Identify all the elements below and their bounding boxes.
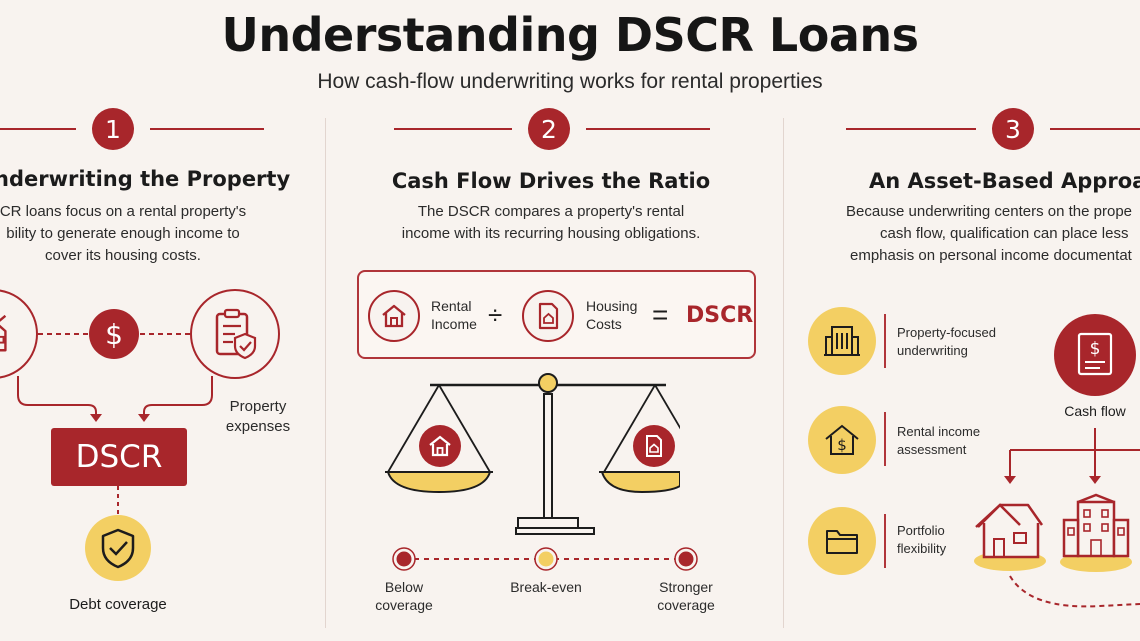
svg-text:$: $ [105, 318, 123, 351]
section-rule [394, 128, 512, 130]
balance-scale [385, 373, 680, 535]
section-rule [846, 128, 976, 130]
cash-flow-node: $ [1054, 314, 1136, 396]
building-icon [824, 326, 860, 356]
document-house-icon [538, 302, 559, 330]
page-title: Understanding DSCR Loans [221, 8, 919, 62]
expenses-node [190, 289, 280, 379]
property-expenses-label: Property expenses [225, 398, 291, 435]
shield-check-icon [101, 528, 135, 569]
debt-coverage-label: Debt coverage [69, 596, 167, 613]
coverage-scale [392, 547, 698, 571]
feature-icon-disc: $ [808, 406, 876, 474]
section-title: An Asset-Based Approach [869, 169, 1140, 193]
feature-divider [884, 314, 886, 368]
feature-divider [884, 514, 886, 568]
column-divider [783, 118, 784, 628]
rental-income-node [368, 290, 420, 342]
house-icon [0, 314, 7, 352]
clipboard-shield-icon [215, 308, 257, 360]
debt-coverage-node [85, 515, 151, 581]
house-icon [429, 435, 451, 457]
break-even-label: Break-even [510, 579, 582, 595]
folder-icon [826, 530, 858, 554]
feature-icon-disc [808, 507, 876, 575]
connector-lines [17, 333, 213, 516]
rental-income-node: $ [89, 309, 139, 359]
section-title: Cash Flow Drives the Ratio [391, 169, 711, 193]
dollar-document-icon: $ [1077, 332, 1113, 376]
section-rule [586, 128, 710, 130]
step-number-badge: 2 [528, 108, 570, 150]
section-description: CR loans focus on a rental property's bi… [0, 203, 247, 264]
dollar-icon: $ [105, 318, 123, 351]
house-dollar-icon: $ [825, 424, 859, 455]
divide-symbol: ÷ [488, 300, 503, 330]
feature-label: Portfolio flexibility [897, 523, 947, 556]
rental-property-node [0, 289, 38, 379]
house-icon [382, 304, 406, 328]
formula-housing-label: Housing Costs [586, 298, 638, 332]
housing-costs-node [522, 290, 574, 342]
column-divider [325, 118, 326, 628]
apartment-building-icon [1060, 493, 1132, 572]
formula-result: DSCR [686, 303, 754, 328]
section-title: nderwriting the Property [0, 167, 291, 191]
single-family-house-icon [974, 503, 1046, 571]
dscr-result-box: DSCR [51, 428, 187, 486]
svg-text:$: $ [837, 436, 847, 454]
section-description: The DSCR compares a property's rental in… [401, 203, 701, 242]
step-number-badge: 3 [992, 108, 1034, 150]
section-rule [1050, 128, 1140, 130]
feature-label: Rental income assessment [897, 424, 981, 457]
scale-left-pan-icon [419, 425, 461, 467]
document-icon [646, 435, 662, 457]
below-coverage-label: Below coverage [375, 579, 433, 613]
feature-divider [884, 412, 886, 466]
svg-text:$: $ [1090, 339, 1101, 359]
feature-label: Property-focused underwriting [897, 325, 996, 358]
section-rule [0, 128, 76, 130]
section-description: Because underwriting centers on the prop… [846, 203, 1133, 264]
feature-icon-disc [808, 307, 876, 375]
cash-flow-label: Cash flow [1064, 403, 1126, 419]
cash-flow-connectors [1004, 428, 1140, 608]
equals-symbol: = [652, 299, 669, 330]
formula-rental-label: Rental Income [431, 298, 477, 332]
page-subtitle: How cash-flow underwriting works for ren… [317, 70, 823, 93]
section-rule [150, 128, 264, 130]
scale-right-pan-icon [633, 425, 675, 467]
step-number-badge: 1 [92, 108, 134, 150]
stronger-coverage-label: Stronger coverage [657, 579, 715, 613]
scale-pan-edge [680, 440, 690, 500]
